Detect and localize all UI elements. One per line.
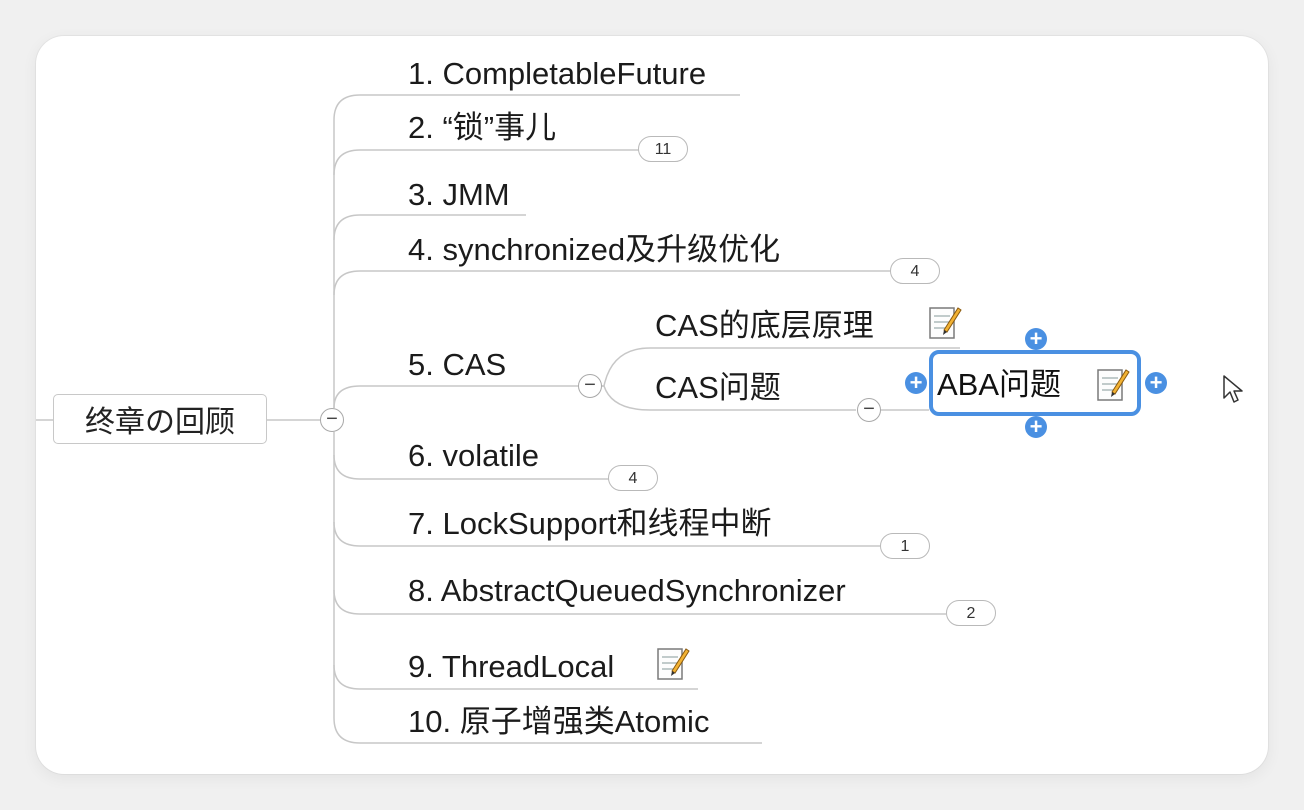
branch-topic-9[interactable]: 9. ThreadLocal [408,649,615,684]
aba-topic-label: ABA问题 [937,367,1062,402]
branch-topic-3[interactable]: 3. JMM [408,177,510,212]
branch-topic-7[interactable]: 7. LockSupport和线程中断 [408,506,772,541]
cas-problem-collapse-button[interactable]: − [857,398,881,422]
subtopic-cas-problem[interactable]: CAS问题 [655,370,781,405]
child-count-badge[interactable]: 4 [608,465,658,491]
child-count-badge[interactable]: 1 [880,533,930,559]
add-topic-left-button[interactable]: + [905,372,927,394]
branch-topic-10[interactable]: 10. 原子增强类Atomic [408,704,710,739]
child-count-badge[interactable]: 2 [946,600,996,626]
add-topic-right-button[interactable]: + [1145,372,1167,394]
branch-topic-5[interactable]: 5. CAS [408,347,507,382]
child-count-badge[interactable]: 11 [638,136,688,162]
selected-topic-aba[interactable]: ABA问题 [929,350,1141,416]
root-collapse-button[interactable]: − [320,408,344,432]
root-topic[interactable]: 终章の回顾 [53,394,267,444]
add-topic-bottom-button[interactable]: + [1025,416,1047,438]
mouse-cursor-icon [1223,375,1243,403]
subtopic-cas-principle[interactable]: CAS的底层原理 [655,308,874,343]
add-topic-top-button[interactable]: + [1025,328,1047,350]
child-count-badge[interactable]: 4 [890,258,940,284]
branch-topic-2[interactable]: 2. “锁”事儿 [408,110,557,145]
branch-topic-1[interactable]: 1. CompletableFuture [408,56,707,91]
note-icon[interactable] [1096,366,1130,402]
branch-topic-8[interactable]: 8. AbstractQueuedSynchronizer [408,573,846,608]
note-icon[interactable] [928,304,962,340]
branch-topic-4[interactable]: 4. synchronized及升级优化 [408,232,781,267]
root-topic-label: 终章の回顾 [85,405,235,440]
note-icon[interactable] [656,645,690,681]
cas-collapse-button[interactable]: − [578,374,602,398]
branch-topic-6[interactable]: 6. volatile [408,438,539,473]
